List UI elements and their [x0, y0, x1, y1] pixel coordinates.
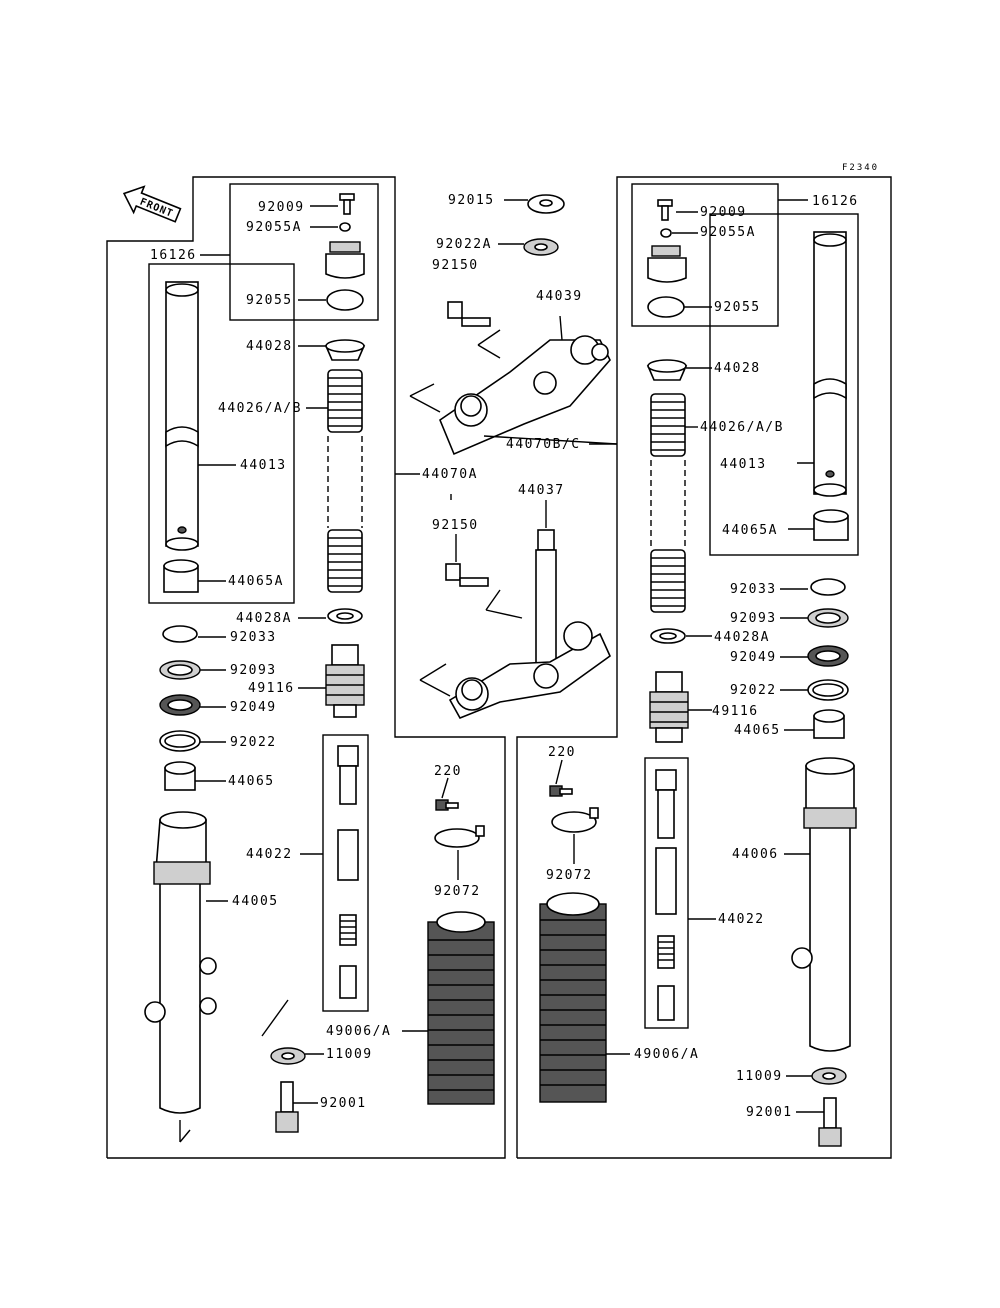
- label-r-44028: 44028: [714, 361, 761, 376]
- label-r-16126: 16126: [812, 194, 859, 209]
- front-arrow-icon: FRONT: [122, 185, 182, 223]
- label-92150-lower: 92150: [432, 518, 479, 533]
- label-r-92001: 92001: [746, 1105, 793, 1120]
- label-44037: 44037: [518, 483, 565, 498]
- label-92001: 92001: [320, 1096, 367, 1111]
- label-220-left: 220: [434, 764, 462, 779]
- part-labels: 92009 92055A 92055 16126 44028 44026/A/B…: [150, 193, 859, 1120]
- label-92049: 92049: [230, 700, 277, 715]
- label-r-92055a: 92055A: [700, 225, 756, 240]
- label-92055: 92055: [246, 293, 293, 308]
- label-r-44026: 44026/A/B: [700, 420, 784, 435]
- label-44065: 44065: [228, 774, 275, 789]
- leader-lines: [195, 199, 824, 1113]
- label-44028a: 44028A: [236, 611, 292, 626]
- figure-code: F2340: [842, 163, 879, 173]
- label-49116: 49116: [248, 681, 295, 696]
- label-r-11009: 11009: [736, 1069, 783, 1084]
- frame-lines: [106, 176, 892, 1159]
- label-92009: 92009: [258, 200, 305, 215]
- left-fork-parts: [144, 193, 495, 1143]
- label-92055a: 92055A: [246, 220, 302, 235]
- label-44039: 44039: [536, 289, 583, 304]
- label-r-44028a: 44028A: [714, 630, 770, 645]
- label-r-44022: 44022: [718, 912, 765, 927]
- label-92150-upper: 92150: [432, 258, 479, 273]
- label-92072-right: 92072: [546, 868, 593, 883]
- label-r-44065a: 44065A: [722, 523, 778, 538]
- label-44026: 44026/A/B: [218, 401, 302, 416]
- label-r-44013: 44013: [720, 457, 767, 472]
- label-44028: 44028: [246, 339, 293, 354]
- right-fork-parts: [646, 199, 857, 1147]
- label-16126: 16126: [150, 248, 197, 263]
- label-r-92009: 92009: [700, 205, 747, 220]
- label-r-92049: 92049: [730, 650, 777, 665]
- label-r-92093: 92093: [730, 611, 777, 626]
- label-44070a: 44070A: [422, 467, 478, 482]
- label-92072-left: 92072: [434, 884, 481, 899]
- label-r-92033: 92033: [730, 582, 777, 597]
- label-220-right: 220: [548, 745, 576, 760]
- label-49006: 49006/A: [326, 1024, 391, 1039]
- label-r-44065: 44065: [734, 723, 781, 738]
- label-11009: 11009: [326, 1047, 373, 1062]
- label-r-92022: 92022: [730, 683, 777, 698]
- label-r-92055: 92055: [714, 300, 761, 315]
- label-44013: 44013: [240, 458, 287, 473]
- label-92022a: 92022A: [436, 237, 492, 252]
- label-92033: 92033: [230, 630, 277, 645]
- label-44070bc: 44070B/C: [506, 437, 581, 452]
- label-44005: 44005: [232, 894, 279, 909]
- label-r-49116: 49116: [712, 704, 759, 719]
- label-44022: 44022: [246, 847, 293, 862]
- label-92015: 92015: [448, 193, 495, 208]
- label-44065a: 44065A: [228, 574, 284, 589]
- center-parts: [409, 194, 618, 1103]
- label-r-49006: 49006/A: [634, 1047, 699, 1062]
- label-r-44006: 44006: [732, 847, 779, 862]
- label-92022: 92022: [230, 735, 277, 750]
- label-92093: 92093: [230, 663, 277, 678]
